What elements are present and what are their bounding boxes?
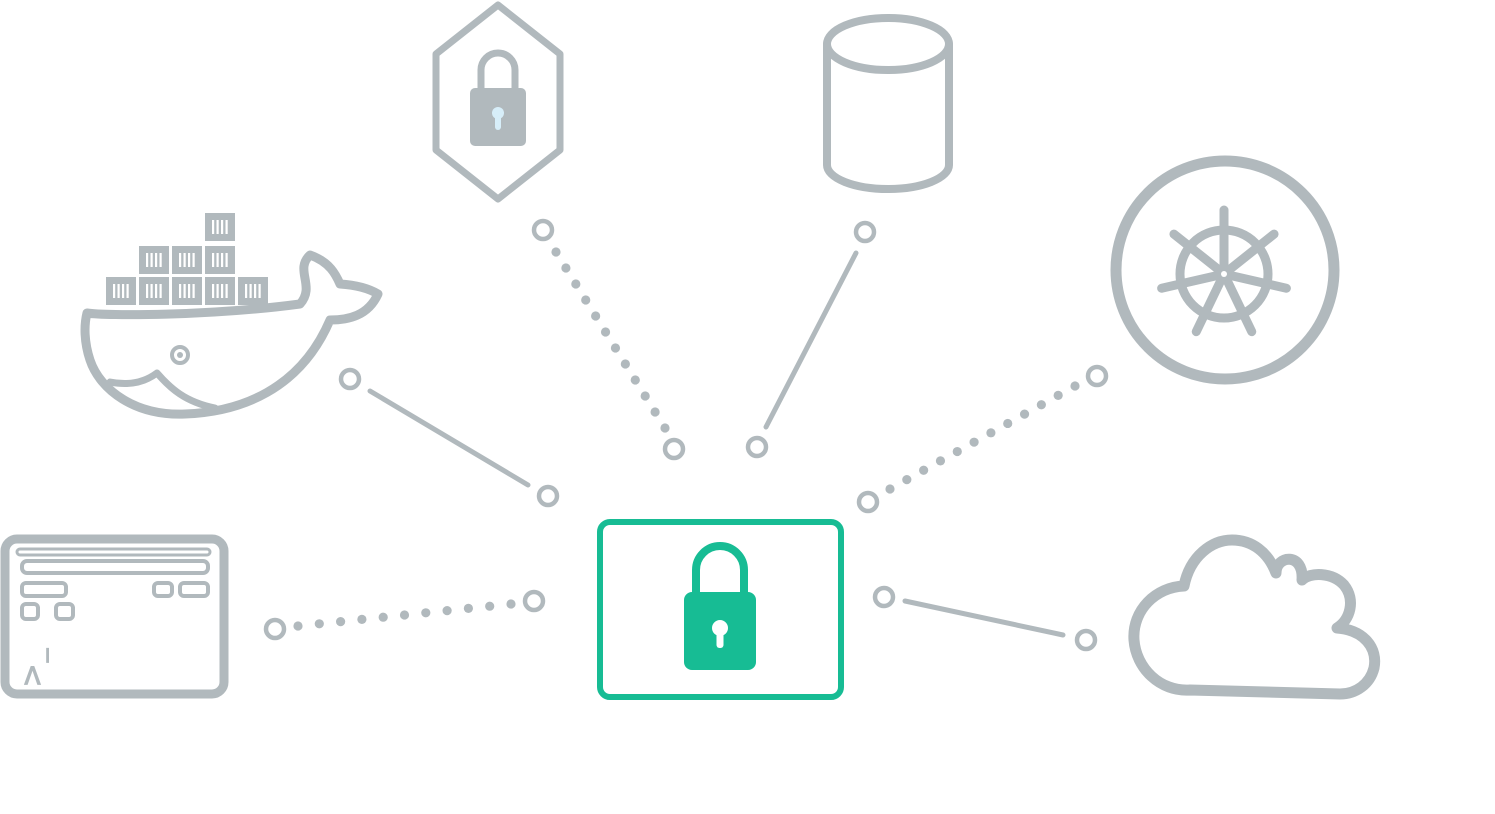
connector-dot [902, 475, 912, 485]
connector-dot [551, 247, 561, 257]
connector-dot [485, 601, 495, 611]
container-crate [139, 277, 169, 305]
connector-dot [640, 391, 650, 401]
connector-dot [421, 608, 431, 618]
connector-dot [630, 375, 640, 385]
connector-dot [591, 311, 601, 321]
container-crate [172, 246, 202, 274]
connector-docker [338, 367, 560, 508]
connector-dot [600, 327, 611, 337]
connector-dot [336, 617, 346, 627]
connector-dot [581, 295, 591, 305]
container-crate [205, 277, 235, 305]
connector-dot [1053, 390, 1063, 400]
connector-dot [1036, 400, 1046, 410]
connector-dot [1003, 418, 1013, 429]
cloud-icon [1128, 534, 1381, 700]
connector-terminal [263, 589, 546, 641]
connector-dot [399, 610, 410, 620]
connector-database [745, 220, 877, 459]
connector-dot [935, 456, 946, 466]
connector-dot [561, 263, 571, 273]
helm-spoke [1157, 271, 1220, 293]
terminal-window-icon: >_ [0, 534, 229, 699]
helm-spoke [1191, 277, 1225, 337]
connector-dot [571, 279, 581, 289]
connector-dot [1070, 381, 1080, 391]
connector-dot [314, 619, 324, 629]
connector-dot [1019, 409, 1030, 419]
connector-dot [610, 343, 621, 353]
container-crate [205, 213, 235, 241]
connector-cloud [872, 585, 1098, 652]
terminal-prompt: >_ [15, 648, 50, 688]
kubernetes-helm-icon [1110, 155, 1340, 385]
connector-dot [650, 407, 660, 417]
connector-dot [293, 621, 303, 631]
connector-dot [952, 446, 962, 457]
connector-dot [660, 423, 670, 433]
container-crate [205, 246, 235, 274]
connector-dot [919, 465, 929, 475]
center-box [597, 519, 844, 700]
helm-spoke [1169, 229, 1222, 273]
container-crate [172, 277, 202, 305]
connector-dot [969, 437, 979, 447]
helm-spoke [1226, 229, 1279, 273]
connector-dot [442, 606, 452, 616]
connector-shield [531, 218, 686, 461]
connector-dot [357, 614, 367, 625]
helm-spoke [1223, 277, 1257, 337]
connector-dot [378, 612, 388, 622]
helm-spoke [1228, 271, 1291, 293]
center-lock-node [597, 519, 844, 700]
padlock-icon [684, 542, 756, 670]
connector-dot [885, 484, 895, 494]
container-crate [139, 246, 169, 274]
container-crate [238, 277, 268, 305]
docker-whale-icon [80, 213, 383, 419]
connector-dot [620, 359, 630, 369]
connector-dot [506, 599, 516, 609]
container-crate [106, 277, 136, 305]
database-cylinder-icon [823, 14, 953, 193]
connector-dot [463, 603, 473, 614]
shield-lock-icon [432, 1, 564, 203]
connector-dot [986, 428, 996, 438]
connector-kubernetes [856, 364, 1109, 514]
